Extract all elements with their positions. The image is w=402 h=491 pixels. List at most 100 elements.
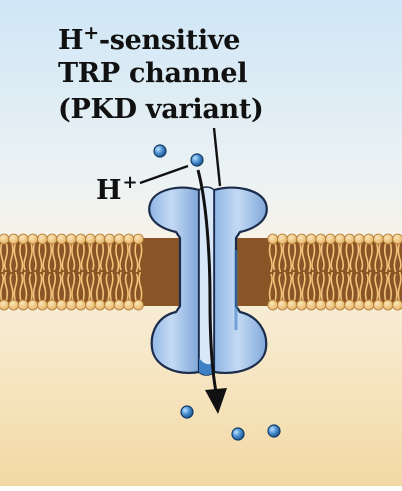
lipid-tail [32,241,37,271]
lipid-tail [393,273,398,303]
lipid-tail [99,271,105,303]
lipid-tail [287,273,293,303]
lipid-tail [335,241,341,273]
lipid-head [46,299,58,311]
lipid-head [286,233,298,245]
lipid-tail [387,271,393,303]
lipid-tail [3,271,9,303]
lipid-tail [374,273,379,303]
lipid-tail [115,241,120,273]
lipid-tail [359,241,364,271]
lipid-head [334,233,346,245]
lipid-tail [86,241,91,273]
lipid-tail [282,241,287,271]
lipid-tail [128,271,133,303]
proton-ions [153,144,281,441]
lipid-head [123,233,135,245]
lipid-head [382,299,394,311]
lipid-head [363,299,375,311]
lipid-head [132,233,144,245]
lipid-tail [364,273,369,303]
lipid-tail [80,271,85,303]
lipid-tail [355,241,360,273]
lipid-head [113,299,125,311]
lipid-tail [307,273,312,303]
lipid-head [123,299,135,311]
lipid-head [85,233,96,245]
lipid-head [353,299,365,311]
lipid-tail [320,271,325,303]
lipid-tail [57,273,62,303]
lipid-tail [359,271,364,303]
lipid-tail [119,271,124,303]
lipid-head [267,299,279,311]
lipid-tail [272,271,277,303]
lipid-head [75,233,87,245]
lipid-head [104,233,115,245]
lipid-tail [0,273,5,303]
lipid-head [344,233,356,245]
lipid-tail [287,241,293,273]
lipid-tail [90,241,95,271]
lipid-head [392,299,402,311]
lipid-tail [86,273,91,303]
lipid-head [276,233,288,245]
lipid-head [94,233,106,245]
lipid-tail [330,241,335,271]
lipid-tail [134,241,139,273]
lipid-tail [42,271,47,303]
lipid-tail [138,241,143,271]
lipid-head [75,299,87,311]
lipid-head [0,299,10,311]
lipid-head [0,233,10,245]
lipid-tail [13,271,18,303]
lipid-tail [115,273,120,303]
lipid-tail [311,271,316,303]
lipid-head [27,299,39,311]
lipid-heads-inner [0,299,402,311]
lipid-tail [349,271,354,303]
lipid-tail [19,273,24,303]
lipid-head [65,233,77,245]
lipid-head [324,299,336,311]
lipid-head [267,233,279,245]
proton [267,424,281,438]
proton-flux-arrow [196,169,218,393]
lipid-tail [364,241,369,273]
lipid-tail [326,273,331,303]
title-line-2: TRP channel [58,58,248,89]
lipid-head [37,233,48,245]
lipid-tail [42,241,47,271]
title-line-3: (PKD variant) [58,94,264,125]
lipid-tail [397,271,402,303]
lipid-head [276,299,288,311]
lipid-tail [383,241,389,273]
lipid-tail [301,241,306,271]
trp-channel [148,186,268,376]
lipid-head [305,299,317,311]
lipid-tail [109,271,114,303]
lipid-tail [28,241,33,273]
lipid-tail [307,241,312,273]
lipid-head [132,299,144,311]
lipid-head [296,233,308,245]
lipid-tail [349,241,354,271]
lipid-tail [326,241,331,273]
lipid-tail [105,273,110,303]
lipid-tail [128,241,133,271]
lipid-tail [393,241,398,273]
lipid-tail [90,271,95,303]
lipid-head [344,299,356,311]
lipid-tail [13,241,18,271]
lipid-tail [9,273,14,303]
lipid-tail [119,241,124,271]
lipid-tail [378,241,383,271]
lipid-head [56,299,67,311]
lipid-tail [345,241,350,273]
lipid-tail [71,241,76,271]
lipid-tail [124,273,129,303]
lipid-tails [0,241,402,303]
lipid-tail [339,241,345,271]
lipid-tail [71,271,76,303]
